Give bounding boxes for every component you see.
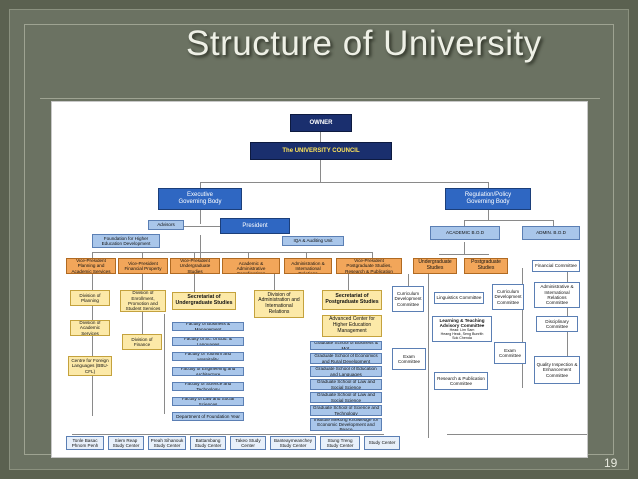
curriculum-committee-2: Curriculum Development Committee (492, 284, 524, 310)
connector-line (194, 274, 195, 294)
connector-line (464, 220, 554, 221)
connector-line (248, 252, 249, 258)
faculty-item: Faculty of Engineering and Architecture (172, 367, 244, 376)
connector-line (408, 274, 409, 294)
foundation-box: Foundation for Higher Education Developm… (92, 234, 160, 248)
executive-governing-body: Executive Governing Body (158, 188, 242, 210)
division-academic-services: Division of Academic Services (70, 320, 110, 336)
owner-box: OWNER (290, 114, 352, 132)
secretariat-undergraduate: Secretariat of Undergraduate Studies (172, 292, 236, 310)
connector-line (488, 182, 489, 188)
faculty-item: Department of Foundation Year (172, 412, 244, 421)
faculty-item: Faculty of Sc. of Edu. & Languages (172, 337, 244, 346)
secretariat-postgraduate: Secretariat of Postgraduate Studies (322, 290, 382, 310)
graduate-school-item: Graduate School of Economics and Rural D… (310, 353, 382, 364)
connector-line (164, 314, 165, 414)
connector-line (200, 235, 201, 259)
study-center-item: Tonle Basac Phnom Penh (66, 436, 104, 450)
study-center-item: Banteaymeanchey Study Center (270, 436, 316, 450)
study-center-item: Study Center (364, 436, 400, 450)
vp-planning-academic: Vice-President Planning and Academic Ser… (66, 258, 116, 274)
iqa-auditing-box: IQA & Auditing Unit (282, 236, 344, 246)
connector-line (553, 220, 554, 226)
regulation-governing-body: Regulation/Policy Governing Body (445, 188, 531, 210)
linguistics-committee: Linguistics Committee (434, 292, 484, 304)
connector-line (522, 268, 523, 388)
graduate-school-item: Graduate School of Science and Technolog… (310, 405, 382, 416)
connector-line (464, 242, 465, 254)
slide-title: Structure of University (186, 24, 542, 63)
connector-line (372, 252, 373, 258)
connector-line (92, 274, 93, 416)
advanced-center-box: Advanced Center for Higher Education Man… (322, 315, 382, 337)
graduate-school-item: Graduate School of Business & Mgt. (310, 341, 382, 350)
study-center-item: Takeo Study Center (230, 436, 266, 450)
quality-committee: Quality Inspection & Enhancement Committ… (534, 356, 580, 384)
connector-line (428, 268, 429, 438)
connector-line (92, 252, 372, 253)
faculty-item: Faculty of Tourism and Hospitality (172, 352, 244, 361)
connector-line (447, 434, 587, 435)
title-divider (40, 98, 600, 99)
connector-line (348, 274, 349, 294)
graduate-school-item: Graduate School of Education and Languag… (310, 366, 382, 377)
connector-line (72, 434, 384, 435)
division-administration-relations: Division of Administration and Internati… (254, 290, 304, 318)
graduate-school-item: Graduate School of Law and Social Scienc… (310, 392, 382, 403)
exam-committee-2: Exam Committee (494, 342, 526, 364)
graduate-school-item: Graduate School of Law and Social Scienc… (310, 379, 382, 390)
connector-line (200, 182, 488, 183)
faculty-item: Faculty of Business & Management (172, 322, 244, 331)
faculty-item: Faculty of Science and Technology (172, 382, 244, 391)
curriculum-committee: Curriculum Development Committee (392, 286, 424, 312)
university-council-box: The UNIVERSITY COUNCIL (250, 142, 392, 160)
study-center-item: Siem Reap Study Center (108, 436, 144, 450)
org-chart: OWNER The UNIVERSITY COUNCIL Executive G… (51, 101, 588, 458)
connector-line (439, 254, 489, 255)
learning-committee-members: Head: Lim Sam Heang Heak, Seng Bunrith S… (440, 328, 484, 341)
president-box: President (220, 218, 290, 234)
postgraduate-studies-box: Postgraduate Studies (464, 258, 508, 274)
learning-committee: Learning & Teaching Advisory Committee H… (432, 316, 492, 342)
vp-academic-coordinations: Vice-President Academic & Administrative… (222, 258, 280, 274)
research-publication-committee: Research & Publication Committee (434, 372, 488, 390)
division-planning: Division of Planning (70, 290, 110, 306)
connector-line (142, 252, 143, 258)
vp-admin-international: Vice-President Administration & Internat… (284, 258, 332, 274)
disciplinary-committee: Disciplinary Committee (536, 316, 578, 332)
connector-line (200, 210, 201, 224)
admin-intl-committee: Administrative & International Relations… (534, 282, 580, 308)
connector-line (464, 220, 465, 226)
study-center-item: Stung Treng Study Center (320, 436, 360, 450)
undergraduate-studies-box: Undergraduate Studies (413, 258, 457, 274)
study-center-item: Battambang Study Center (190, 436, 226, 450)
faculty-item: Faculty of Law and Social Sciences (172, 397, 244, 406)
graduate-school-item: Institute Mekong Knowledge for Economic … (310, 418, 382, 431)
connector-line (92, 252, 93, 258)
connector-line (320, 132, 321, 142)
study-center-item: Preah Sihanouk Study Center (148, 436, 186, 450)
learning-committee-title: Learning & Teaching Advisory Committee (439, 317, 485, 328)
centre-foreign-languages: Centre for Foreign Languages (BBU-CFL) (68, 356, 112, 376)
academic-bod-box: ACADEMIC B.O.D (430, 226, 500, 240)
vp-financial-property: Vice-President Financial Property (118, 258, 168, 274)
connector-line (274, 274, 275, 294)
advisors-box: Advisors (148, 220, 184, 230)
division-finance: Division of Finance (122, 334, 162, 350)
vp-postgraduate-research: Vice-President Postgraduate Studies, Res… (336, 258, 402, 274)
division-enrollment: Division of Enrollment, Promotion and St… (120, 290, 166, 312)
page-number: 19 (604, 456, 618, 470)
connector-line (320, 160, 321, 182)
connector-line (194, 252, 195, 258)
connector-line (306, 252, 307, 258)
financial-committee: Financial Committee (532, 260, 580, 272)
exam-committee-1: Exam Committee (392, 348, 426, 370)
connector-line (488, 210, 489, 220)
connector-line (200, 182, 201, 188)
vp-undergraduate: Vice-President Undergraduate Studies (170, 258, 220, 274)
admin-bod-box: ADMIN. B.O.D (522, 226, 580, 240)
